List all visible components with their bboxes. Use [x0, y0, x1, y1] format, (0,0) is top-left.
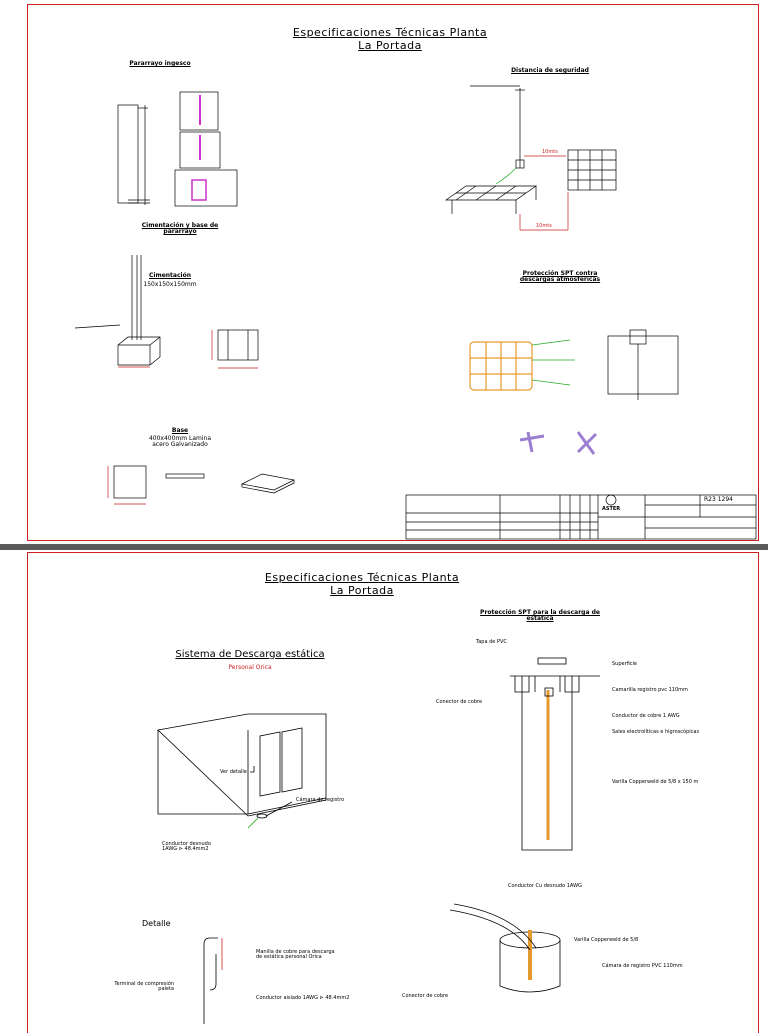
callout-distance: 10mts [536, 223, 552, 229]
title-block-drawing [405, 494, 757, 540]
ground-rod-detail-drawing [607, 329, 679, 400]
label-detalle: Detalle [142, 919, 171, 928]
grounding-grid-drawing [469, 341, 533, 391]
sheet-2-subtitle: La Portada [330, 584, 394, 597]
label-cimentacion: Cimentación [149, 272, 191, 279]
sheet-2-title: Especificaciones Técnicas Planta [264, 571, 460, 584]
label-sales: Sales electrolíticas e higroscópicas [612, 729, 700, 735]
label-distancia: Distancia de seguridad [511, 67, 589, 74]
sheet-2-border [27, 552, 759, 1033]
drawing-sheet-2: Especificaciones Técnicas Planta La Port… [0, 550, 768, 1033]
sheet-1-drawing [74, 85, 757, 540]
base-plate-drawing [107, 465, 296, 505]
title-block-company: ASTER [602, 506, 621, 512]
lightning-rod-drawing [117, 91, 238, 207]
label-base-dims: 400x400mm Lamina acero Galvanizado [148, 435, 212, 448]
label-cimentacion-dims: 150x150x150mm [143, 281, 197, 288]
label-conector-cobre-2: Conector de cobre [402, 993, 449, 999]
label-tapa-pvc: Tapa de PVC [476, 639, 507, 645]
label-pararrayo: Pararrayo ingesco [129, 60, 191, 67]
ground-rod-pit-drawing [510, 657, 600, 851]
label-camara-pvc: Cámara de registro PVC 110mm [602, 963, 683, 969]
sheet-1-title: Especificaciones Técnicas Planta [292, 26, 488, 39]
detail-handle-drawing [203, 937, 223, 1024]
pvc-chamber-drawing [449, 903, 561, 993]
label-proteccion: Protección SPT contra descargas atmosfér… [519, 270, 601, 283]
sheet-separator [0, 544, 768, 550]
sheet-1-subtitle: La Portada [358, 39, 422, 52]
label-varilla: Varilla Copperweld de 5/8 x 150 m [612, 779, 699, 785]
label-manilla: Manilla de cobre para descarga de estáti… [256, 949, 335, 960]
label-ver-detalle: Ver detalle [220, 769, 247, 775]
drawing-sheet-1: Especificaciones Técnicas Planta La Port… [27, 4, 759, 541]
sheet-1-border [27, 4, 759, 541]
connector-drawing [519, 431, 598, 455]
label-conductor-desnudo: Conductor desnudo 1AWG ⊳ 48.4mm2 [162, 841, 211, 852]
label-conductor-aislado: Conductor aislado 1AWG ⊳ 48.4mm2 [256, 995, 350, 1001]
container-drawing [157, 713, 327, 829]
label-camarilla: Camarilla registro pvc 110mm [612, 687, 688, 693]
label-base: Base [171, 427, 189, 434]
label-terminal: Terminal de compresión paleta [114, 981, 174, 992]
foundation-drawing [74, 255, 259, 369]
sheet-2-drawing [157, 657, 600, 1024]
label-conductor-cu: Conductor Cu desnudo 1AWG [508, 883, 582, 889]
sistema-title: Sistema de Descarga estática [175, 649, 325, 660]
label-camara-registro: Cámara de registro [296, 797, 345, 803]
label-cimentacion-base: Cimentación y base de pararrayo [141, 222, 219, 235]
label-superficie: Superficie [612, 661, 638, 667]
label-conductor-cobre: Conductor de cobre 1 AWG [612, 713, 680, 719]
title-block-code: R23 1294 [704, 496, 733, 503]
label-varilla2: Varilla Copperweld de 5/8 [574, 937, 639, 943]
callout-height: 10mts [542, 149, 558, 155]
proteccion-title: Protección SPT para la descarga de estát… [480, 609, 600, 622]
sistema-subtitle: Personal Orica [228, 664, 272, 671]
safety-distance-drawing [444, 85, 617, 231]
label-conector-cobre: Conector de cobre [436, 699, 483, 705]
